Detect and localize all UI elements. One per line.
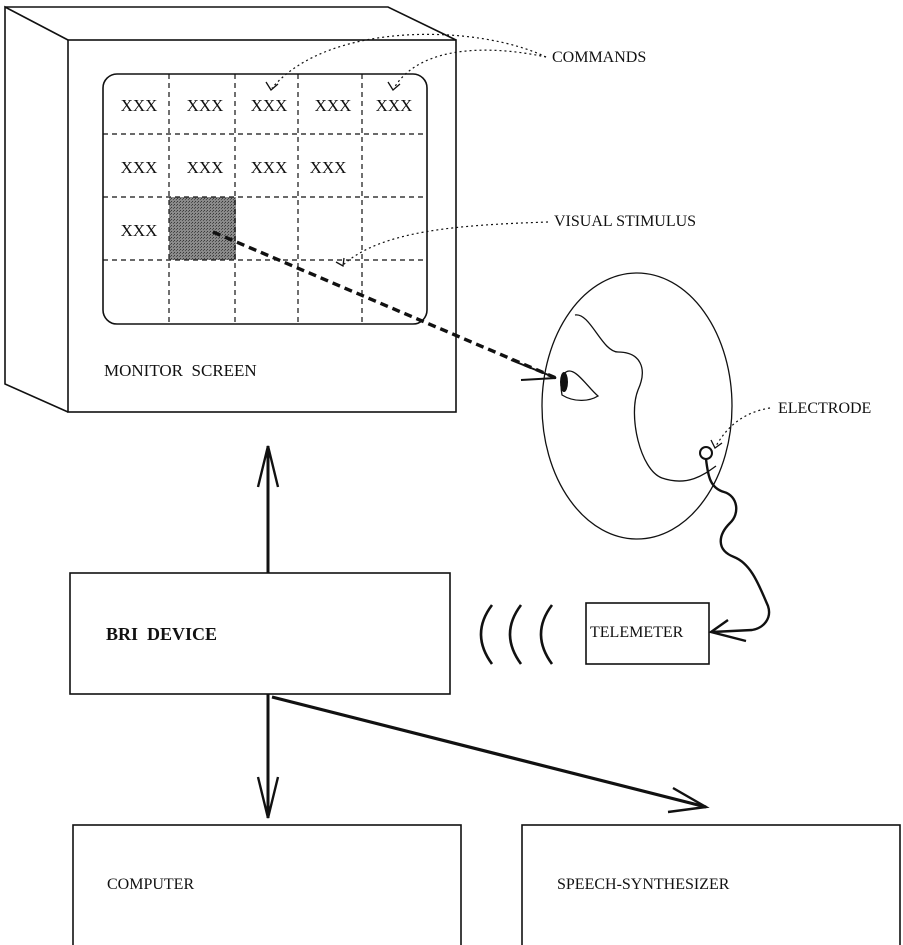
monitor-front (67, 39, 457, 413)
commands-leader-1 (271, 33, 547, 89)
monitor-screen-label: MONITOR SCREEN (104, 361, 257, 380)
screen-grid (103, 74, 427, 324)
command-cell: XXX (186, 96, 224, 115)
command-cell: XXX (120, 96, 158, 115)
computer-label: COMPUTER (107, 876, 195, 893)
bri-to-speech-arrowhead (667, 786, 710, 814)
wireless-signal-icon (479, 604, 554, 665)
electrode-contact (699, 446, 713, 460)
telemeter-box (585, 602, 710, 665)
monitor (4, 5, 457, 413)
bri-to-monitor-arrowhead (256, 445, 280, 488)
bri-to-speech-arrow (271, 695, 707, 809)
stimulus-path-arrowhead (510, 359, 557, 381)
electrode-wire (704, 458, 771, 634)
visual-stimulus-label: VISUAL STIMULUS (554, 213, 697, 230)
bri-to-computer-arrowhead (256, 776, 280, 819)
brain-fissure (574, 314, 717, 482)
telemeter-arrowhead (708, 619, 747, 643)
command-cell: XXX (375, 96, 413, 115)
command-cell: XXX (120, 221, 158, 240)
electrode-leader (715, 407, 771, 447)
speech-synthesizer-box (521, 824, 901, 945)
screen-border (102, 73, 428, 325)
brain (541, 272, 771, 643)
stimulus-path (212, 230, 557, 380)
command-cell: XXX (309, 158, 347, 177)
monitor-screen (102, 73, 428, 325)
command-cell: XXX (250, 96, 288, 115)
bri-device-box (69, 572, 451, 695)
commands-label: COMMANDS (552, 49, 647, 66)
leader-lines (271, 33, 771, 447)
visual-stimulus-cell (169, 197, 236, 260)
speech-synthesizer-label: SPEECH-SYNTHESIZER (557, 876, 730, 893)
electrode-label: ELECTRODE (778, 400, 872, 417)
commands-leader-2 (393, 49, 547, 89)
brain-outline (541, 272, 733, 540)
visual-cortex-implant (560, 372, 568, 392)
leader-arrowheads (265, 81, 723, 449)
computer-box (72, 824, 462, 945)
monitor-side (4, 5, 69, 413)
bri-device-label: BRI DEVICE (106, 624, 218, 644)
command-cell: XXX (314, 96, 352, 115)
command-cell: XXX (120, 158, 158, 177)
telemeter-label: TELEMETER (590, 624, 684, 641)
command-cell: XXX (250, 158, 288, 177)
monitor-top (5, 6, 457, 41)
command-cell: XXX (186, 158, 224, 177)
stimulus-leader (342, 221, 549, 266)
